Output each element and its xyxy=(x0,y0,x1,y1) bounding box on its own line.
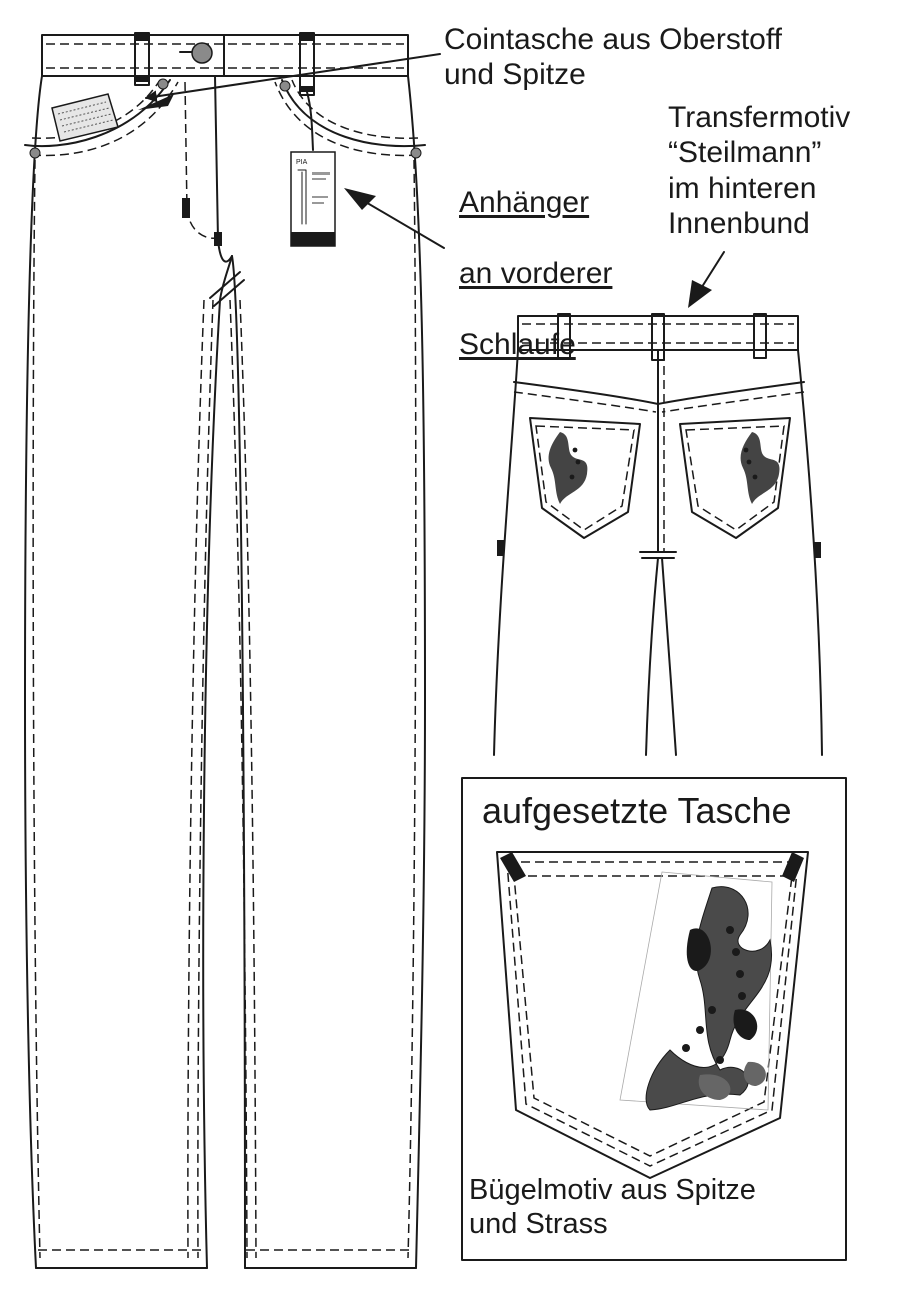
patch-pocket-title: aufgesetzte Tasche xyxy=(482,790,792,831)
hang-tag: PIA xyxy=(290,91,336,247)
motif-caption: Bügelmotiv aus Spitze und Strass xyxy=(469,1174,756,1241)
front-view: PIA xyxy=(24,32,445,1269)
coin-pocket xyxy=(51,93,119,142)
hang-tag-label: Anhänger an vorderer Schlaufe xyxy=(459,150,612,398)
transfer-motif-label: Transfermotiv “Steilmann” im hinteren In… xyxy=(668,101,851,241)
coin-pocket-label: Cointasche aus Oberstoff und Spitze xyxy=(444,23,782,92)
back-pocket-right xyxy=(679,417,791,539)
front-leg-outline xyxy=(24,75,426,1269)
detail-frame xyxy=(461,777,847,1261)
front-waistband xyxy=(41,34,409,77)
back-motif-left xyxy=(548,432,588,504)
hang-tag-label-line3: Schlaufe xyxy=(459,327,576,361)
hang-tag-label-line1: Anhänger xyxy=(459,186,590,220)
hang-tag-name: PIA xyxy=(296,159,308,166)
patch-pocket-detail xyxy=(461,777,847,1261)
back-view xyxy=(493,251,823,756)
transfer-arrow-head xyxy=(688,280,712,308)
transfer-arrow xyxy=(699,251,725,291)
back-motif-right xyxy=(740,432,780,504)
lace-motif xyxy=(619,871,773,1111)
coin-arrow-head xyxy=(138,94,174,110)
hang-tag-arrow-head xyxy=(344,188,376,210)
back-pocket-left xyxy=(529,417,641,539)
coin-pocket-arrow xyxy=(144,53,441,103)
hang-tag-label-line2: an vorderer xyxy=(459,257,613,291)
waist-button xyxy=(179,42,213,64)
